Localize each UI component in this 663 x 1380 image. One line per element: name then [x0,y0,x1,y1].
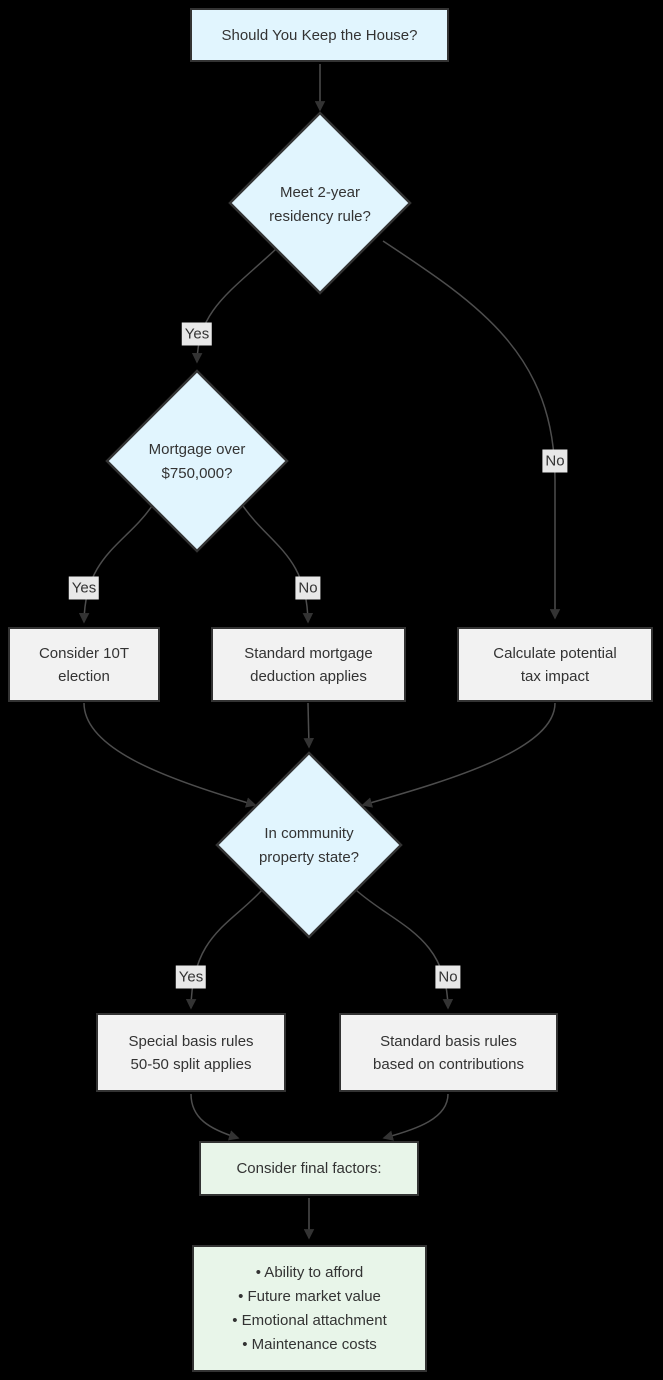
node-final-factors-label: Consider final factors: [236,1160,382,1177]
node-calc-tax-line1: Calculate potential [493,644,617,662]
node-standard-mortgage-line1: Standard mortgage [244,644,373,662]
decision-residency-line2: residency rule? [269,208,371,225]
decision-residency-line1: Meet 2-year [279,184,361,201]
decision-mortgage-shape [105,369,289,553]
decision-mortgage-label: Mortgage over $750,000? [112,438,282,486]
edge-calctax-to-community [361,702,556,808]
decision-community-line1: In community [264,825,354,842]
node-calc-tax: Calculate potential tax impact [457,627,653,702]
edge-label-mortgage-yes: Yes [68,576,100,600]
decision-community-label: In community property state? [224,822,394,870]
node-standard-basis-line2: based on contributions [373,1055,524,1073]
node-start: Should You Keep the House? [190,8,449,62]
edge-residency-no [382,240,561,620]
node-consider-10t-line1: Consider 10T [38,644,130,662]
node-special-basis: Special basis rules 50-50 split applies [96,1013,286,1092]
edge-label-residency-no: No [542,449,568,473]
edge-10t-to-community [83,702,257,808]
edge-label-mortgage-no: No [295,576,321,600]
node-final-factors: Consider final factors: [199,1141,419,1196]
final-list-item-1: • Ability to afford [255,1263,364,1281]
edge-label-community-yes: Yes [175,965,207,989]
final-list-item-4: • Maintenance costs [242,1335,377,1353]
node-start-label: Should You Keep the House? [221,26,418,44]
final-list-item-3: • Emotional attachment [232,1311,387,1329]
decision-residency-label: Meet 2-year residency rule? [235,181,405,229]
edge-community-yes [185,889,263,1010]
node-consider-10t: Consider 10T election [8,627,160,702]
edge-mortgage-no [242,505,314,624]
node-standard-mortgage: Standard mortgage deduction applies [211,627,406,702]
decision-community-line2: property state? [258,849,360,866]
edge-mortgage-yes [78,505,153,624]
decision-mortgage-line1: Mortgage over [148,441,246,458]
edge-stdmortgage-to-community [303,702,315,749]
final-list-item-2: • Future market value [238,1287,381,1305]
decision-mortgage-line2: $750,000? [161,465,233,482]
node-special-basis-line1: Special basis rules [128,1032,254,1050]
node-calc-tax-line2: tax impact [520,667,590,685]
node-consider-10t-line2: election [58,667,110,685]
edge-standard-to-final [382,1093,449,1141]
edge-community-no [355,889,454,1010]
node-final-list: • Ability to afford • Future market valu… [192,1245,427,1372]
node-standard-mortgage-line2: deduction applies [250,667,367,685]
decision-community-shape [215,751,403,939]
node-standard-basis: Standard basis rules based on contributi… [339,1013,558,1092]
edge-label-residency-yes: Yes [181,322,213,346]
edge-label-community-no: No [435,965,461,989]
node-special-basis-line2: 50-50 split applies [130,1055,252,1073]
decision-residency-shape [228,111,412,295]
node-standard-basis-line1: Standard basis rules [380,1032,517,1050]
edge-special-to-final [190,1093,240,1141]
